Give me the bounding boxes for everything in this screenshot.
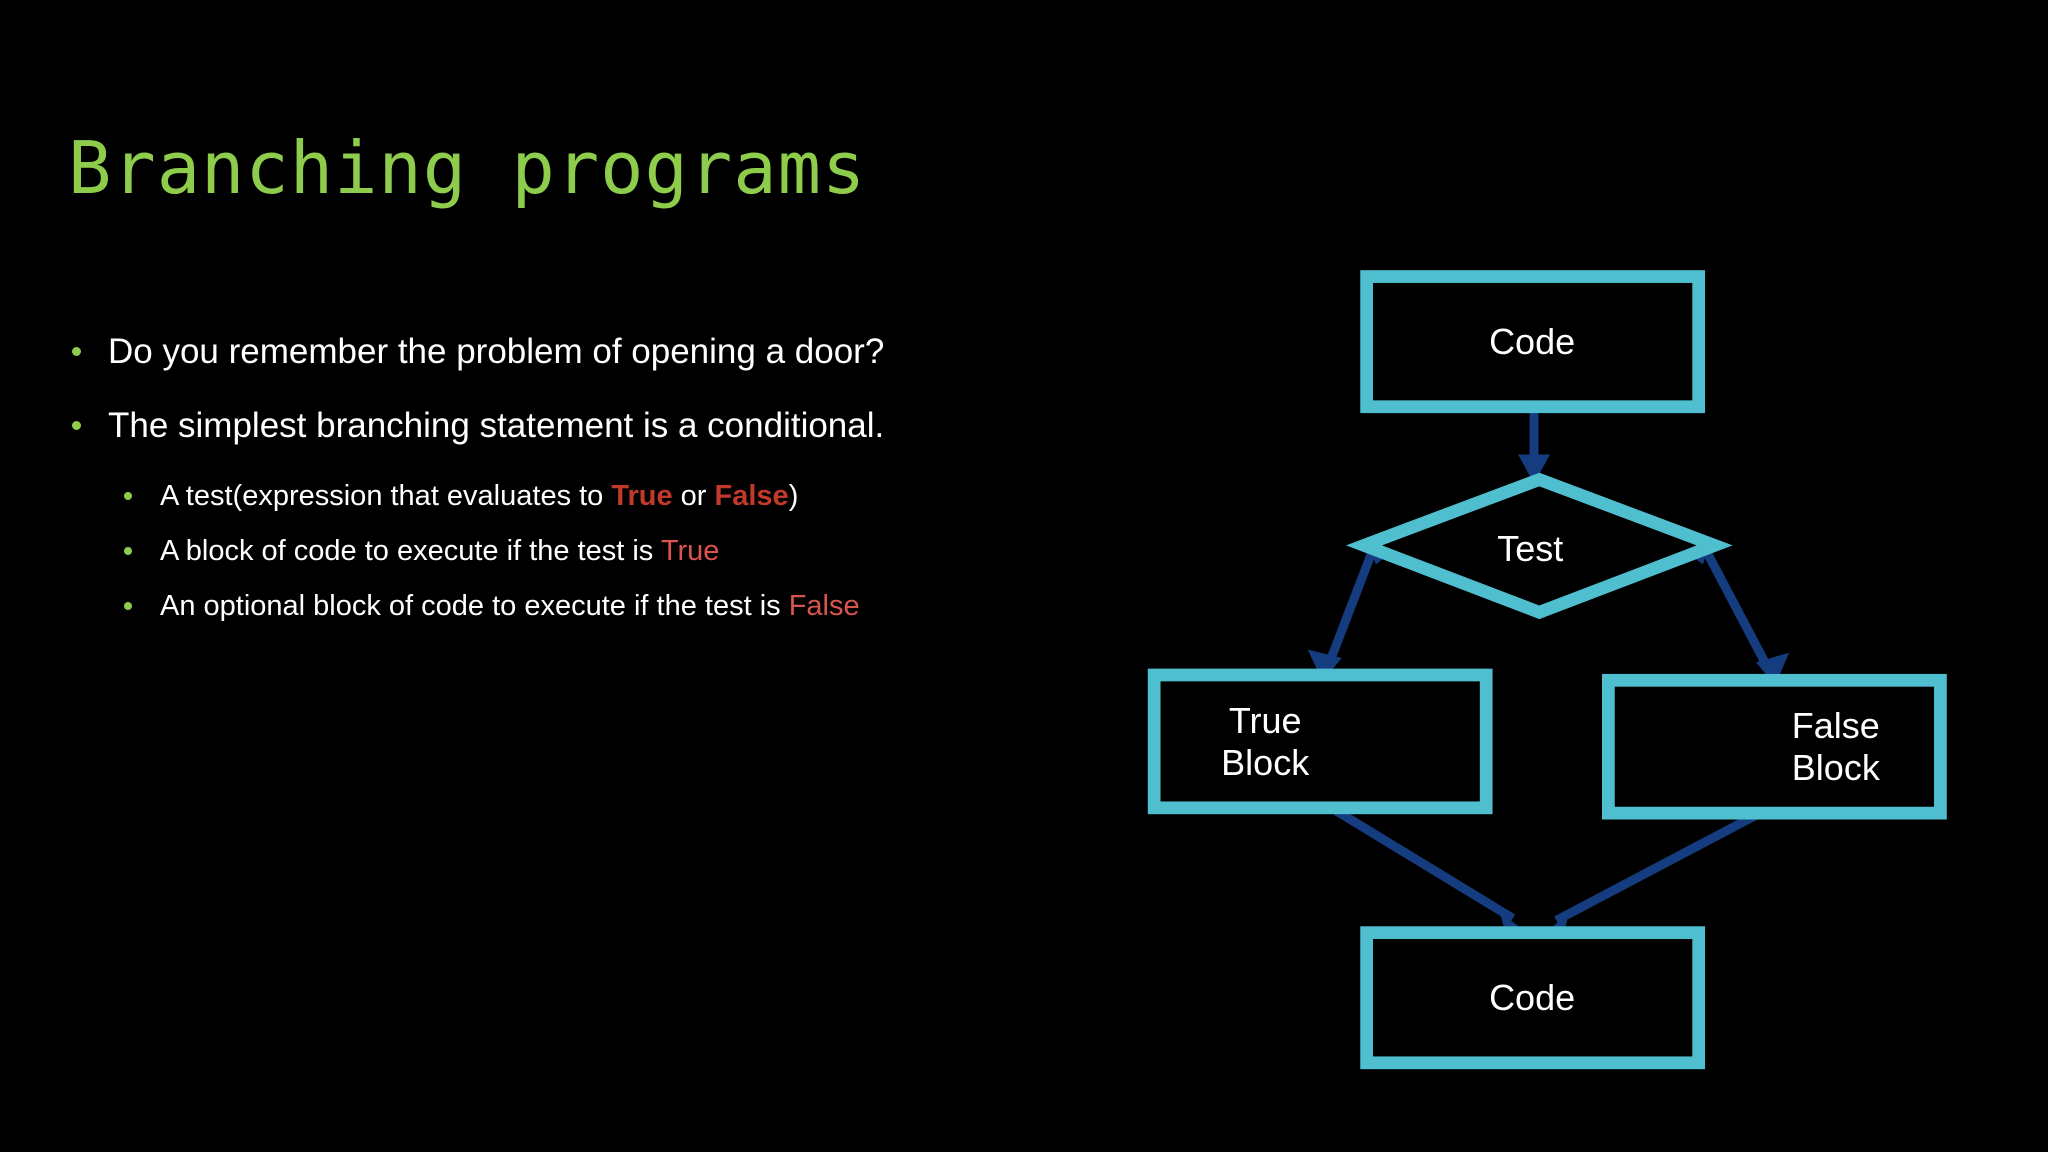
sub-bullet-1-middle: or <box>672 480 715 513</box>
edge-true-block-to-code-bottom <box>1320 798 1529 938</box>
sub-bullet-3-prefix: An optional block of code to execute if … <box>160 590 789 623</box>
sub-bullet-1-suffix: ) <box>788 480 799 513</box>
sub-bullet-2: A block of code to execute if the test i… <box>110 533 1020 570</box>
sub-bullet-3: An optional block of code to execute if … <box>110 588 1020 625</box>
sub-bullet-1-false: False <box>714 480 789 513</box>
sub-bullet-1-prefix: A test(expression that evaluates to <box>160 480 612 513</box>
page-title: Branching programs <box>68 126 867 210</box>
flowchart-svg <box>1147 270 1947 1070</box>
sub-bullet-2-prefix: A block of code to execute if the test i… <box>160 535 661 568</box>
flow-node-true-block[interactable] <box>1147 668 1493 815</box>
edge-test-to-false-block <box>1688 541 1789 686</box>
edge-code-top-to-test <box>1518 403 1550 484</box>
bullet-level1-2: The simplest branching statement is a co… <box>60 404 1020 448</box>
sub-bullet-1-true: True <box>611 480 673 513</box>
sub-bullet-3-false: False <box>788 590 860 623</box>
edge-false-block-to-code-bottom <box>1539 802 1775 940</box>
sub-bullet-group: A test(expression that evaluates to True… <box>60 478 1020 625</box>
sub-bullet-2-true: True <box>660 535 720 568</box>
branching-flowchart: Code Test True Block False Block Code <box>1020 250 2048 1100</box>
flow-node-code-top[interactable] <box>1360 270 1706 414</box>
sub-bullet-1: A test(expression that evaluates to True… <box>110 478 1020 515</box>
flow-node-code-bottom[interactable] <box>1360 926 1706 1070</box>
bullet-body: Do you remember the problem of opening a… <box>60 330 1020 644</box>
bullet-level1-1: Do you remember the problem of opening a… <box>60 330 1020 374</box>
bullet-level1-1-text: Do you remember the problem of opening a… <box>108 332 885 371</box>
flow-node-false-block[interactable] <box>1602 673 1947 820</box>
bullet-level1-2-text: The simplest branching statement is a co… <box>108 406 885 446</box>
edge-test-to-true-block <box>1307 541 1391 682</box>
flow-node-test[interactable] <box>1346 472 1733 620</box>
